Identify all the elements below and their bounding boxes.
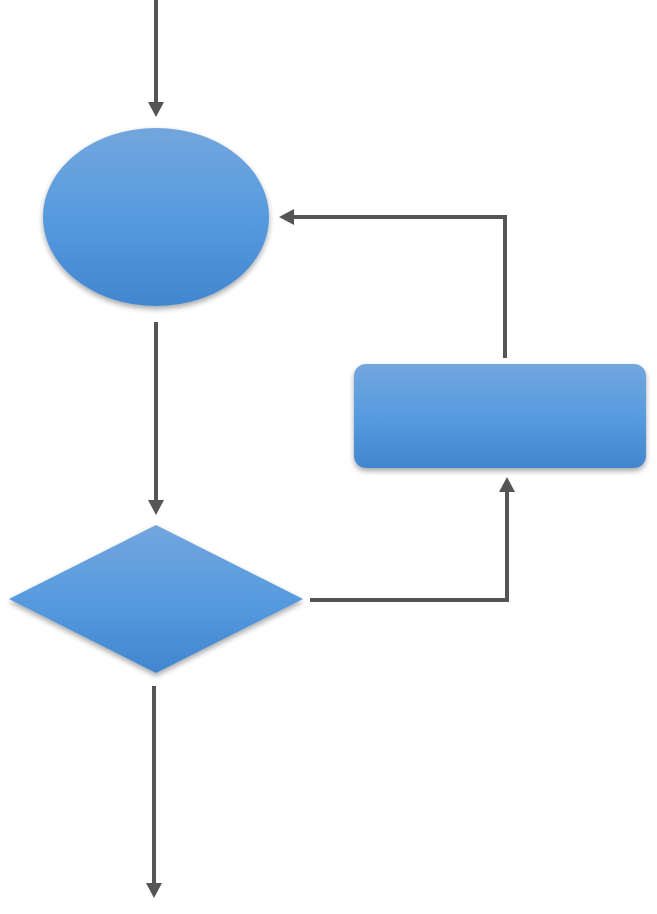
process-to-ellipse-arrow	[279, 209, 507, 358]
process-box	[354, 364, 646, 468]
decision-diamond	[9, 525, 303, 673]
start-ellipse	[43, 128, 269, 306]
diamond-to-process-arrow	[310, 477, 515, 602]
ellipse-to-diamond-arrow	[148, 322, 164, 515]
entry-arrow	[148, 0, 164, 117]
exit-arrow	[146, 686, 162, 898]
